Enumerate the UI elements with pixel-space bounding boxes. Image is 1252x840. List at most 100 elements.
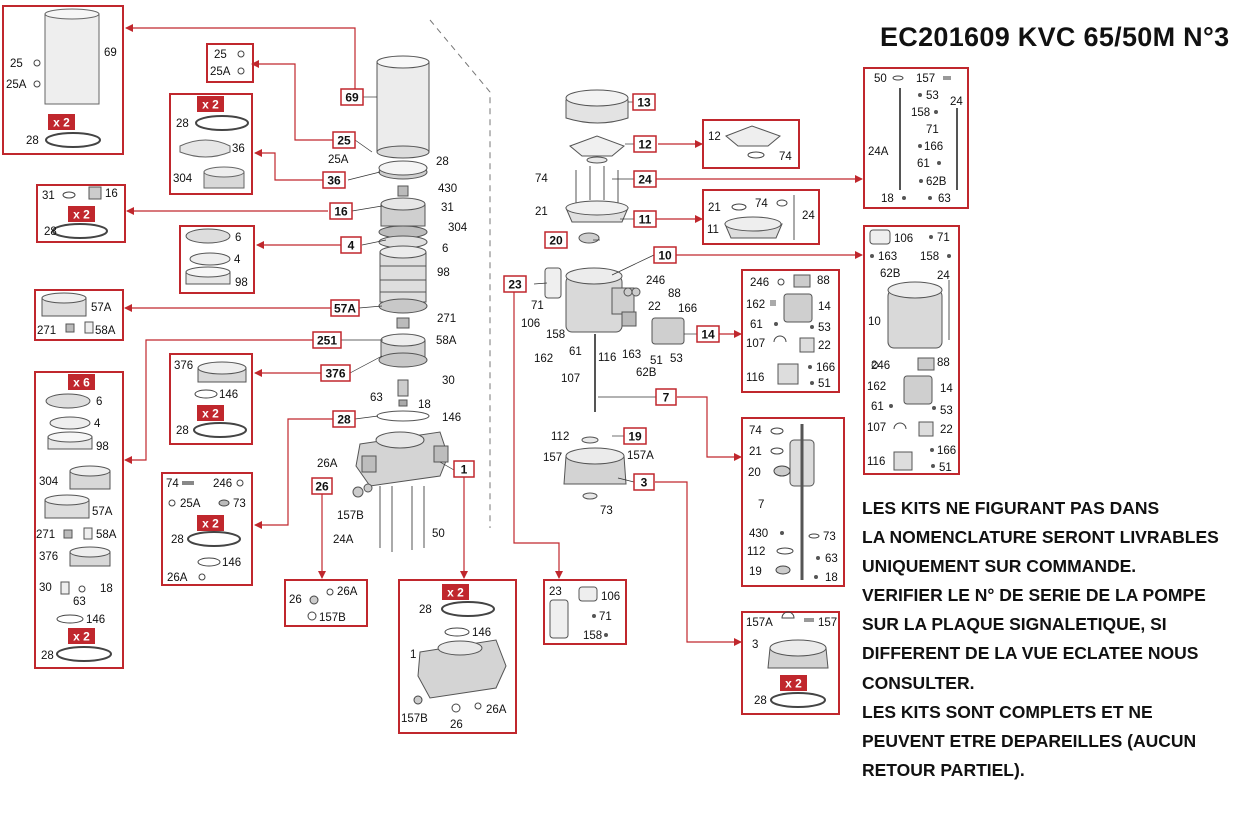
part-label: 26 bbox=[289, 594, 302, 606]
callout-3: 3 bbox=[641, 476, 648, 490]
part-label: 28 bbox=[176, 425, 189, 437]
part-label: 22 bbox=[818, 340, 831, 352]
part-label: 157B bbox=[319, 612, 346, 624]
kit-14-contents: 246 88 162 14 61 53 107 22 166 116 51 bbox=[746, 274, 835, 390]
part-label: 28 bbox=[436, 156, 449, 168]
part-label: 157 bbox=[916, 73, 935, 85]
part-label: 53 bbox=[940, 405, 953, 417]
part-label: 14 bbox=[940, 383, 953, 395]
part-label: 146 bbox=[222, 557, 241, 569]
part-label: 20 bbox=[748, 467, 761, 479]
part-label: 157B bbox=[401, 713, 428, 725]
kit-box-36 bbox=[169, 93, 253, 195]
note-line: VERIFIER LE N° DE SERIE DE LA POMPE bbox=[862, 585, 1206, 606]
kit-12-contents: 12 74 bbox=[708, 125, 792, 163]
part-label: 271 bbox=[437, 313, 456, 325]
qty-badge: x 2 bbox=[73, 208, 90, 222]
part-label: 36 bbox=[232, 143, 245, 155]
part-label: 24 bbox=[937, 270, 950, 282]
part-label: 158 bbox=[583, 630, 602, 642]
callout-4: 4 bbox=[348, 239, 355, 253]
part-label: 88 bbox=[817, 275, 830, 287]
kit-box-23 bbox=[543, 579, 627, 645]
part-label: 6 bbox=[96, 396, 102, 408]
part-label: 21 bbox=[749, 446, 762, 458]
note-line: LA NOMENCLATURE SERONT LIVRABLES bbox=[862, 527, 1219, 548]
kit-25-contents: 25 25A bbox=[210, 49, 245, 78]
part-label: 28 bbox=[176, 118, 189, 130]
part-label: 28 bbox=[171, 534, 184, 546]
qty-badge: x 2 bbox=[447, 586, 464, 600]
part-label: 26 bbox=[450, 719, 463, 731]
part-label: 157A bbox=[746, 617, 773, 629]
leader-lines bbox=[341, 96, 698, 483]
kit-box-11 bbox=[702, 189, 820, 245]
qty-badge: x 2 bbox=[202, 98, 219, 112]
notes-block: LES KITS NE FIGURANT PAS DANS LA NOMENCL… bbox=[862, 494, 1247, 785]
part-label: 157 bbox=[543, 452, 562, 464]
part-label: 24 bbox=[802, 210, 815, 222]
part-label: 69 bbox=[104, 47, 117, 59]
kit-box-24 bbox=[863, 67, 969, 209]
part-label: 25 bbox=[10, 58, 23, 70]
part-label: 74 bbox=[166, 478, 179, 490]
kit-10-contents: 106 71 163 158 62B 24 10 246 88 162 14 6… bbox=[867, 229, 956, 474]
part-label: 25 bbox=[214, 49, 227, 61]
part-label: 57A bbox=[92, 506, 113, 518]
part-label: 26A bbox=[167, 572, 188, 584]
part-label: 107 bbox=[746, 338, 765, 350]
kit-28-contents: 74 246 25A 73 28 146 26A bbox=[166, 478, 246, 584]
part-label: 146 bbox=[219, 389, 238, 401]
note-line: LES KITS SONT COMPLETS ET NE bbox=[862, 701, 1153, 722]
connector-lines bbox=[124, 24, 863, 646]
callout-26: 26 bbox=[315, 480, 329, 494]
part-label: 246 bbox=[646, 275, 665, 287]
kit-251-contents: 6 4 98 304 57A 271 58A 376 30 18 63 146 … bbox=[36, 393, 117, 662]
part-label: 98 bbox=[96, 441, 109, 453]
callout-12: 12 bbox=[638, 138, 652, 152]
part-label: 28 bbox=[44, 226, 57, 238]
kit-box-4 bbox=[179, 225, 255, 294]
part-label: 26A bbox=[337, 586, 358, 598]
note-line: PEUVENT ETRE DEPAREILLES (AUCUN bbox=[862, 730, 1197, 751]
callout-7: 7 bbox=[663, 391, 670, 405]
part-label: 58A bbox=[95, 325, 116, 337]
part-label: 51 bbox=[939, 462, 952, 474]
part-label: 63 bbox=[370, 392, 383, 404]
qty-badge: x 2 bbox=[202, 407, 219, 421]
note-line: CONSULTER. bbox=[862, 672, 975, 693]
part-label: 53 bbox=[926, 90, 939, 102]
part-label: 116 bbox=[598, 352, 616, 364]
part-label: 53 bbox=[670, 353, 683, 365]
qty-badge: x 6 bbox=[73, 376, 90, 390]
part-label: 6 bbox=[442, 243, 448, 255]
part-label: 166 bbox=[937, 445, 956, 457]
kit-26-contents: 26 26A 157B bbox=[289, 586, 358, 624]
callout-13: 13 bbox=[637, 96, 651, 110]
callout-19: 19 bbox=[628, 430, 642, 444]
qty-badge: x 2 bbox=[785, 677, 802, 691]
part-label: 146 bbox=[472, 627, 491, 639]
part-label: 106 bbox=[894, 233, 913, 245]
callout-1: 1 bbox=[461, 463, 468, 477]
kit-36-contents: 28 36 304 bbox=[173, 115, 249, 189]
part-label: 71 bbox=[926, 124, 939, 136]
part-label: 18 bbox=[881, 193, 894, 205]
note-line: SUR LA PLAQUE SIGNALETIQUE, SI bbox=[862, 614, 1167, 635]
part-label: 62B bbox=[926, 176, 947, 188]
callout-16: 16 bbox=[334, 205, 348, 219]
part-label: 246 bbox=[871, 360, 890, 372]
part-label: 107 bbox=[561, 373, 580, 385]
note-line: UNIQUEMENT SUR COMMANDE. bbox=[862, 556, 1137, 577]
part-label: 61 bbox=[917, 158, 930, 170]
part-label: 71 bbox=[599, 611, 612, 623]
part-label: 112 bbox=[747, 546, 765, 558]
part-label: 6 bbox=[235, 232, 241, 244]
part-label: 163 bbox=[622, 349, 641, 361]
part-label: 74 bbox=[755, 198, 768, 210]
part-label: 31 bbox=[441, 202, 454, 214]
part-label: 28 bbox=[26, 135, 39, 147]
part-label: 31 bbox=[42, 190, 55, 202]
part-label: 430 bbox=[749, 528, 768, 540]
part-label: 146 bbox=[86, 614, 105, 626]
